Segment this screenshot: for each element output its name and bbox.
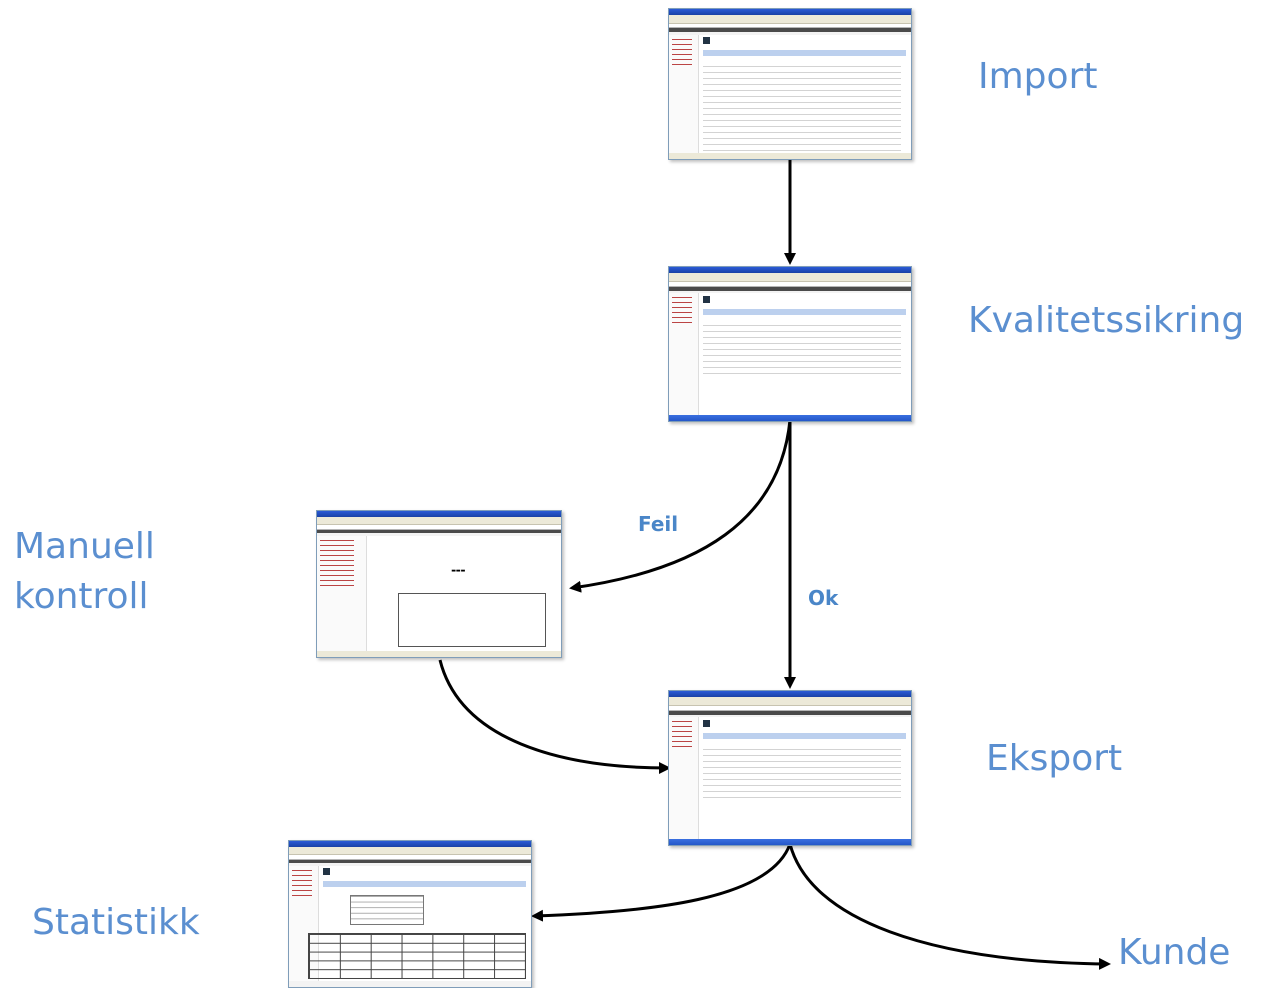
arrow-manual-to-export	[438, 659, 671, 774]
form-heading-graphic: ▬▬▬	[451, 568, 466, 575]
quality-screenshot	[668, 266, 912, 422]
label-manual-line-1: Manuell	[14, 526, 155, 567]
import-screenshot	[668, 8, 912, 160]
statistics-screenshot	[288, 840, 532, 988]
arrow-export-to-customer	[788, 843, 1111, 970]
edge-label-error: Feil	[638, 512, 679, 536]
label-manual-control: Manuell kontroll	[14, 522, 155, 623]
edge-label-ok: Ok	[808, 586, 839, 610]
label-quality-assurance: Kvalitetssikring	[968, 300, 1245, 341]
label-import: Import	[978, 56, 1098, 97]
label-customer: Kunde	[1118, 932, 1231, 973]
label-manual-line-2: kontroll	[14, 576, 149, 618]
label-export: Eksport	[986, 738, 1123, 779]
export-screenshot	[668, 690, 912, 846]
label-statistics: Statistikk	[32, 902, 200, 943]
arrow-export-to-stats	[531, 843, 792, 922]
manual-control-screenshot: ▬▬▬	[316, 510, 562, 658]
arrow-quality-to-manual	[569, 419, 792, 593]
